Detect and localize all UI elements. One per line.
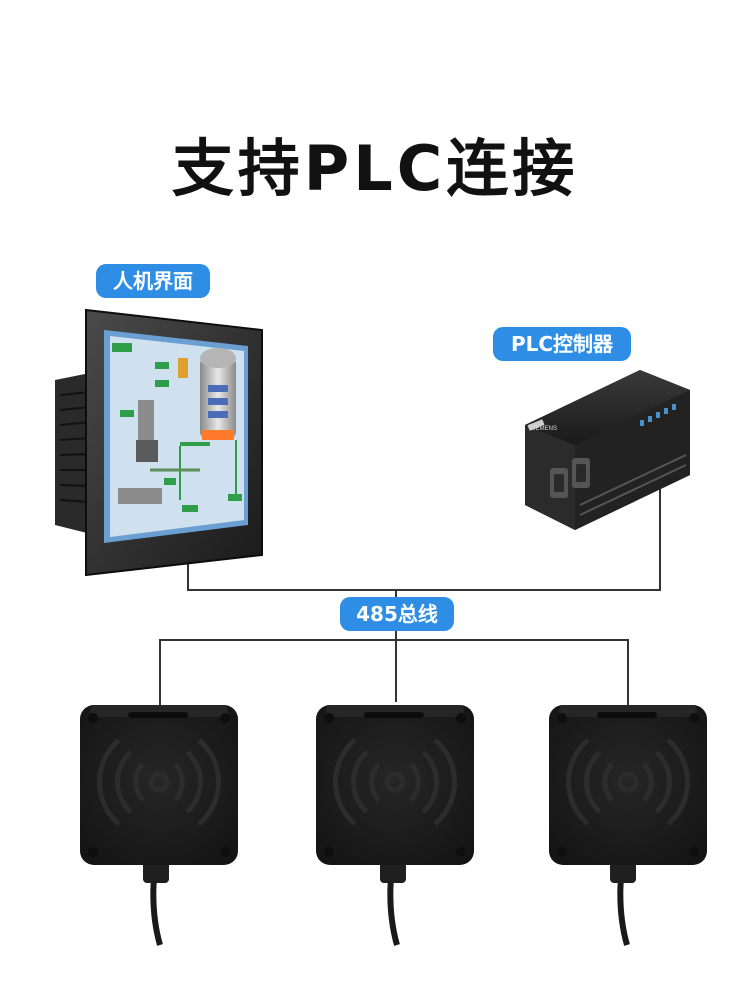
rfid-reader-3	[549, 705, 707, 946]
rfid-reader-1	[80, 705, 238, 946]
bus-label: 485总线	[340, 597, 454, 631]
hmi-button	[112, 343, 132, 352]
wireless-icon	[566, 738, 690, 826]
hmi-touch-panel	[55, 308, 263, 577]
plc-brand-label: SIEMENS	[530, 426, 557, 432]
bus-branch-line	[159, 639, 629, 705]
wireless-icon	[97, 738, 221, 826]
plc-label: PLC控制器	[493, 327, 631, 361]
hmi-label: 人机界面	[96, 264, 210, 298]
plc-controller: SIEMENS	[525, 370, 690, 530]
page-title: 支持PLC连接	[171, 132, 579, 205]
rfid-reader-2	[316, 705, 474, 946]
hmi-plc-line	[187, 480, 661, 591]
wireless-icon	[333, 738, 457, 826]
